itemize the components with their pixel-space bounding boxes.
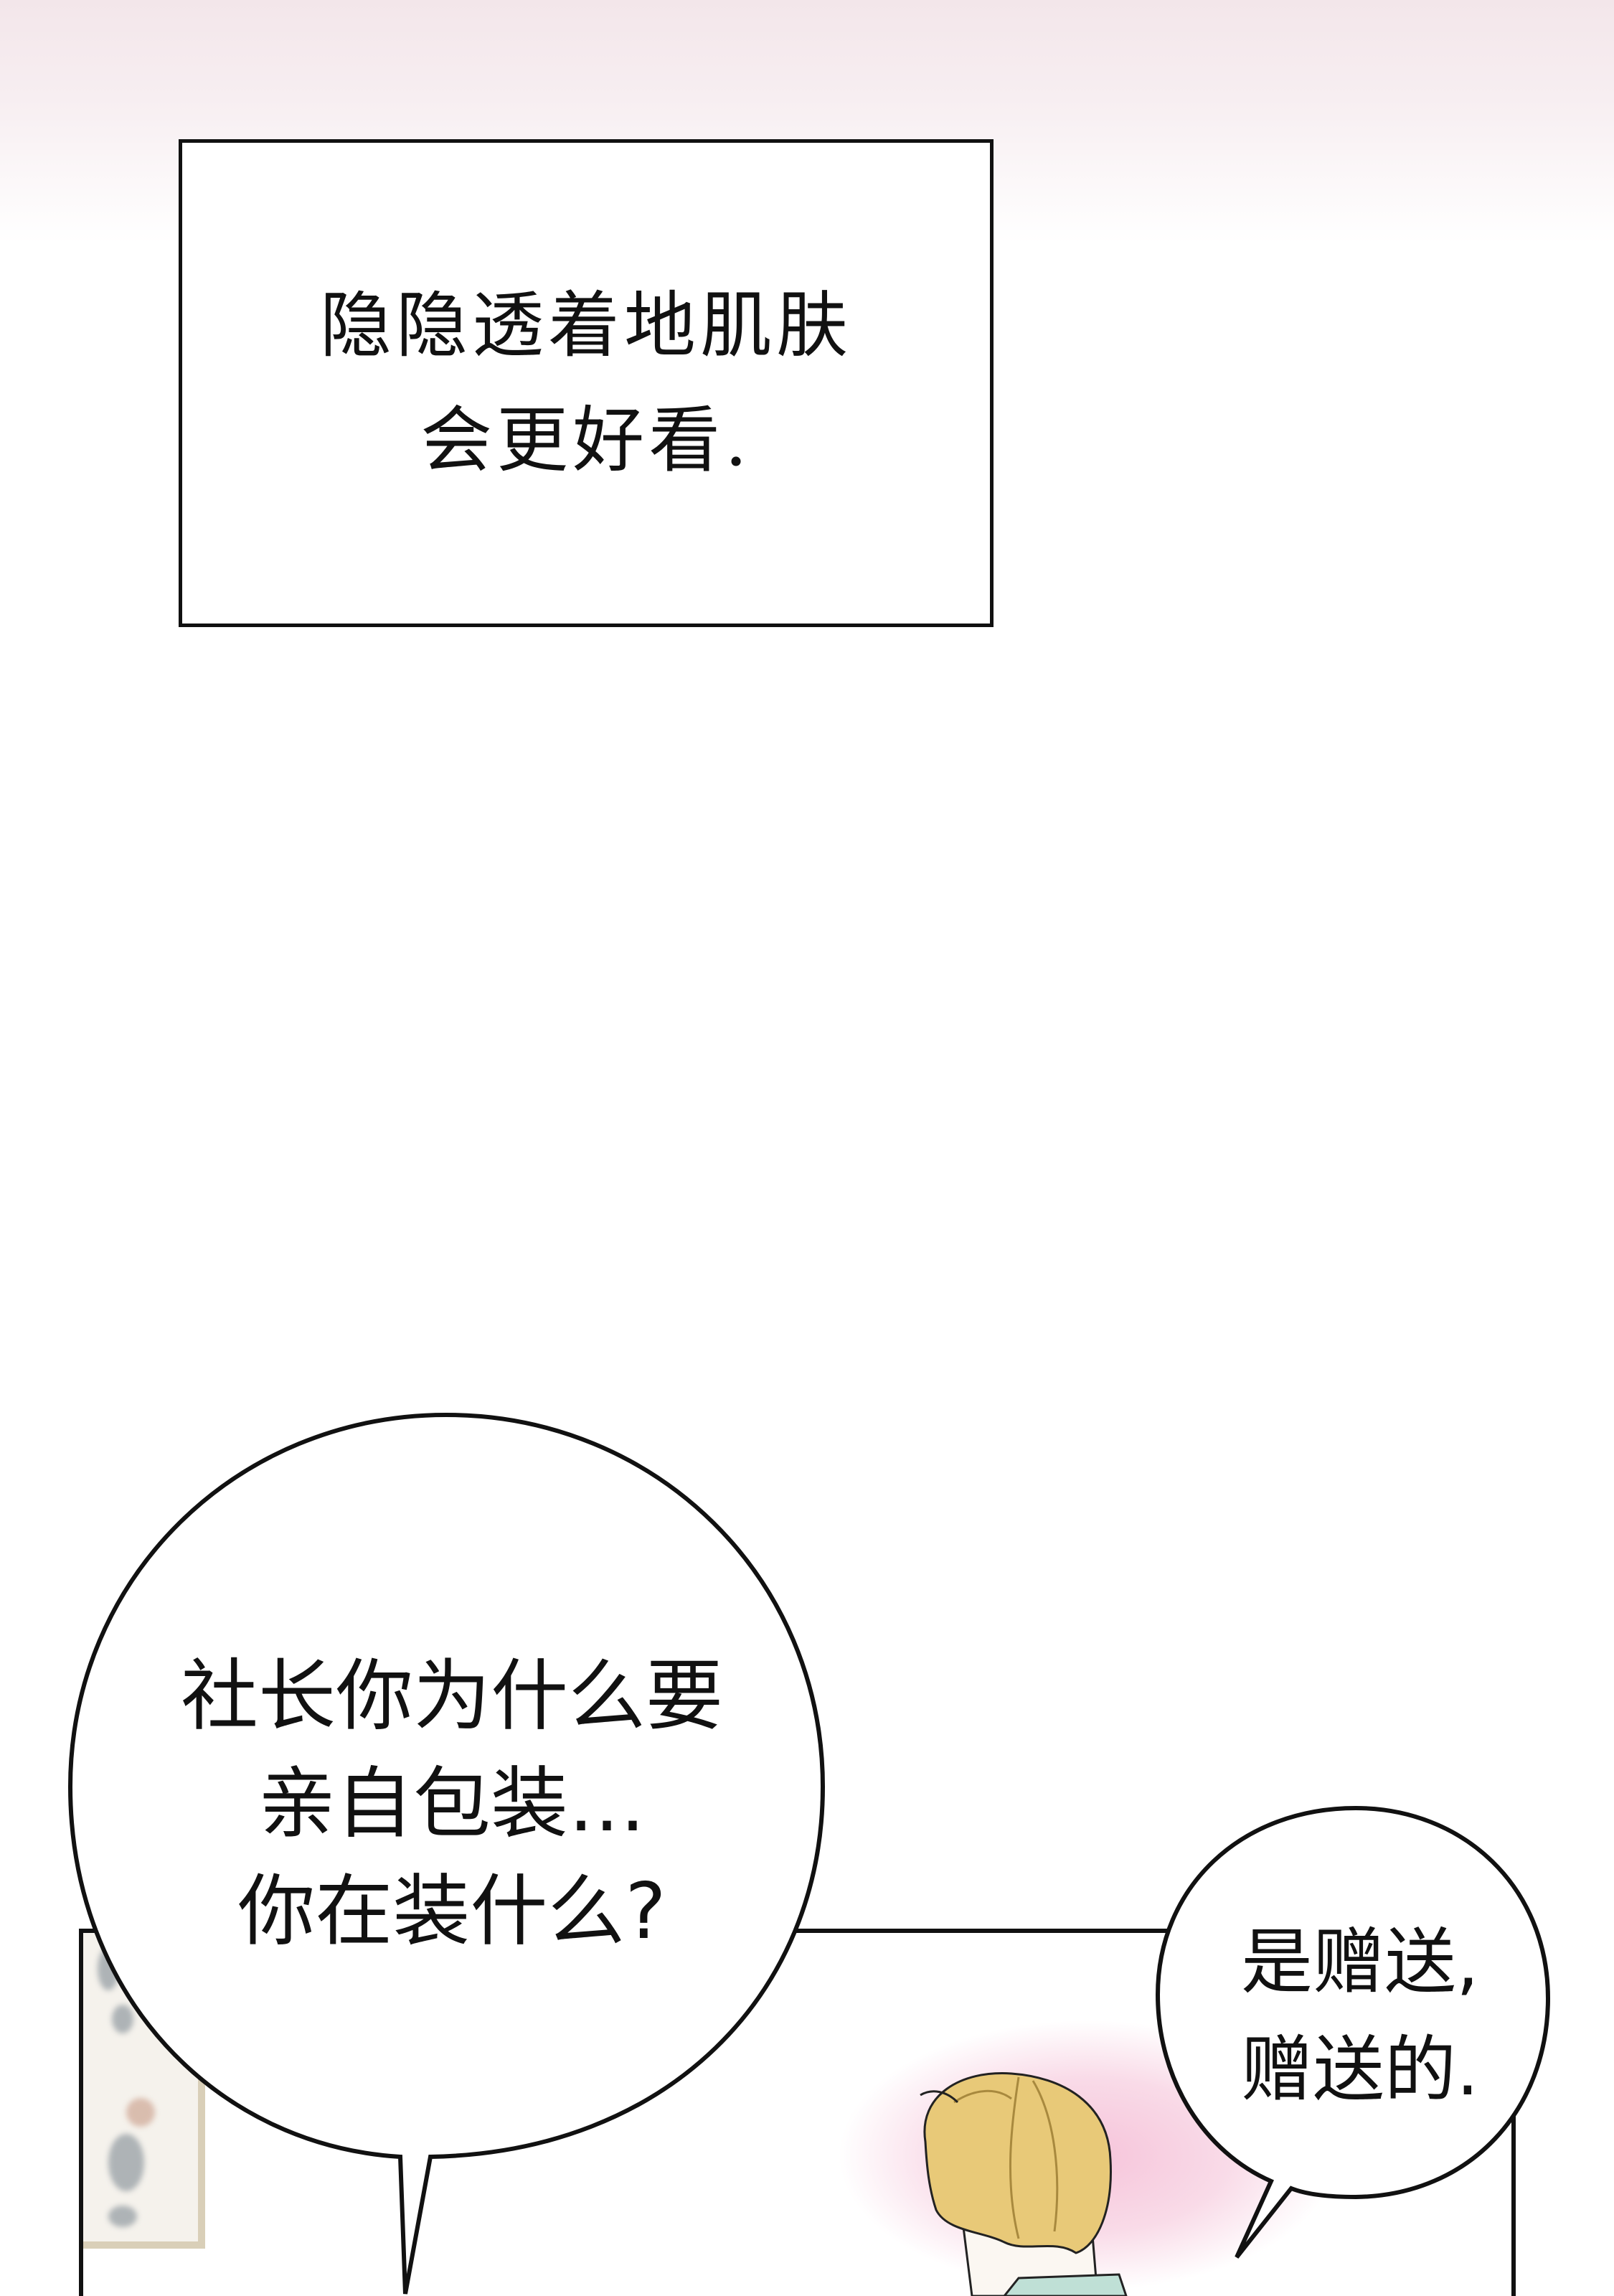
blond-character-back-view (920, 2072, 1128, 2296)
dialogue-line: 赠送的. (1241, 2028, 1479, 2112)
dialogue-line: 社长你为什么要 (180, 1652, 723, 1741)
caption-line: 会更好看. (420, 398, 752, 482)
speech-bubble-left (67, 1412, 826, 2295)
speech-bubble-right (1155, 1805, 1551, 2259)
dialogue-line: 你在装什么? (237, 1867, 666, 1957)
narration-caption-box: 隐隐透着地肌肤 会更好看. (179, 139, 994, 627)
dialogue-line: 是赠送, (1241, 1920, 1479, 2004)
dialogue-line: 亲自包装… (258, 1759, 646, 1849)
speech-bubble-right-text: 是赠送, 赠送的. (1241, 1909, 1485, 2124)
speech-bubble-left-text: 社长你为什么要 亲自包装… 你在装什么? (165, 1643, 739, 1966)
caption-line: 隐隐透着地肌肤 (320, 283, 852, 367)
